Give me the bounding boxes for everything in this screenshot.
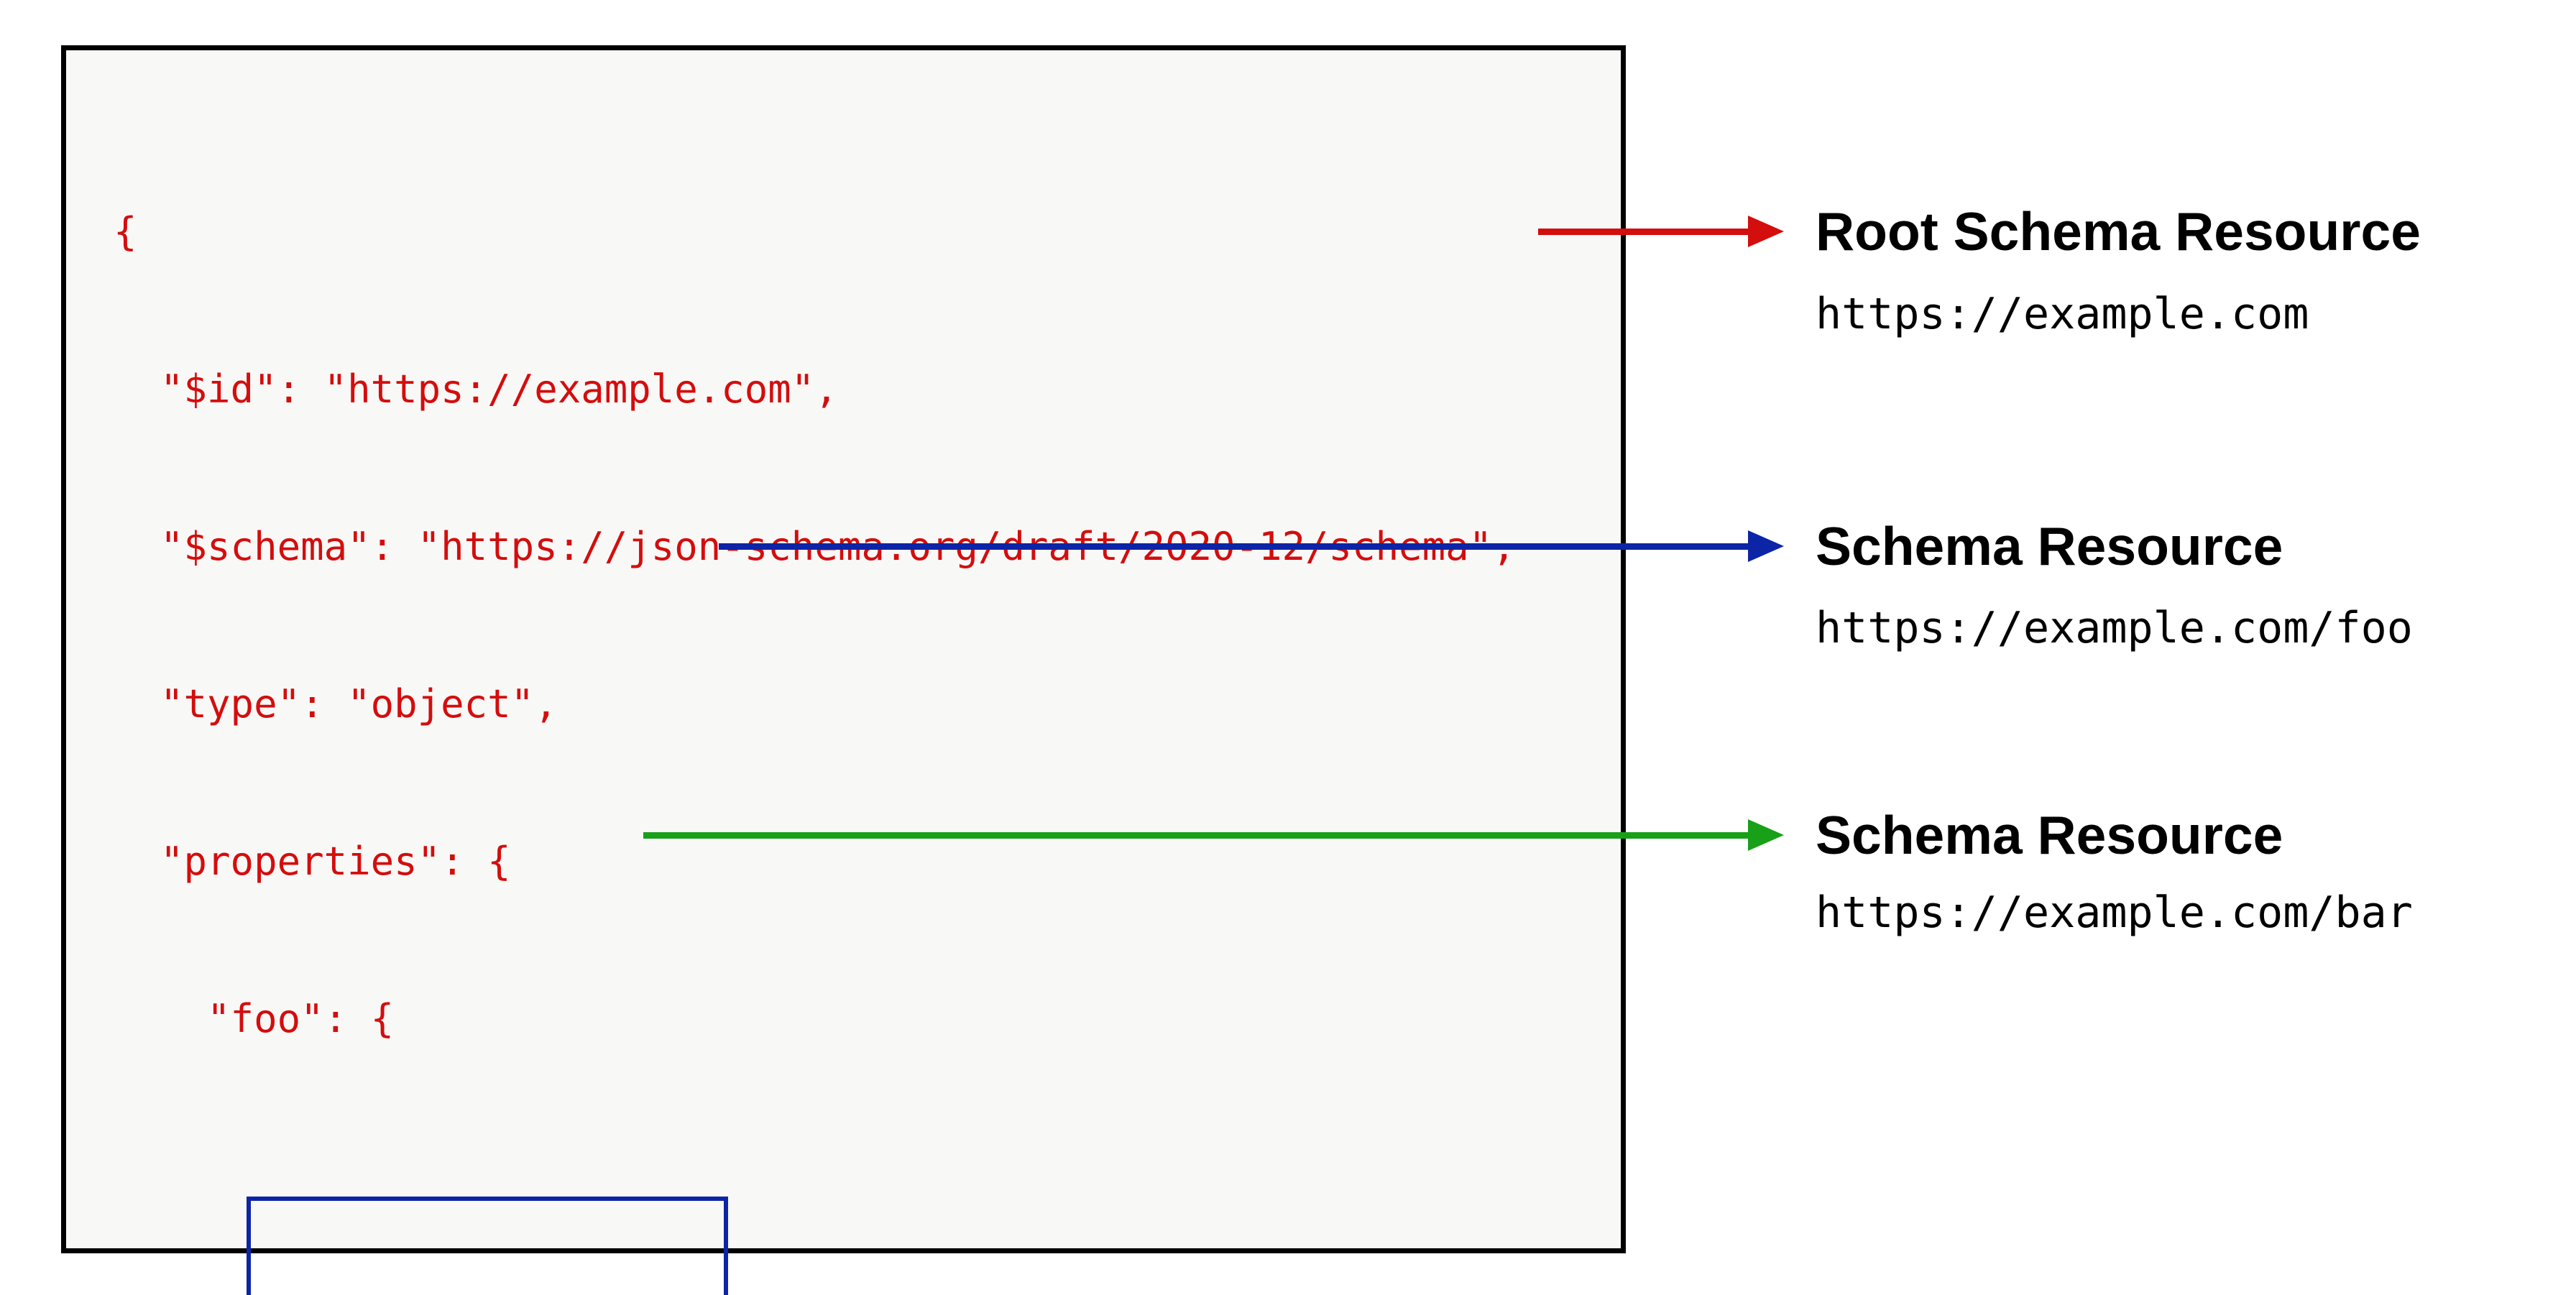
arrow-shaft	[1538, 229, 1749, 235]
annotation-title-bar-schema-resource: Schema Resource	[1816, 805, 2283, 865]
arrow-shaft	[643, 832, 1749, 839]
code-line: "foo": {	[114, 996, 395, 1041]
annotation-url-foo: https://example.com/foo	[1816, 603, 2413, 653]
code-line: "properties": {	[114, 839, 511, 884]
code-panel: { "$id": "https://example.com", "$schema…	[61, 45, 1626, 1295]
annotation-url-bar: https://example.com/bar	[1816, 888, 2413, 938]
code-line: "type": "object",	[114, 681, 558, 727]
annotation-title-root-schema-resource: Root Schema Resource	[1816, 201, 2421, 262]
arrow-head-icon	[1748, 530, 1784, 562]
annotation-title-foo-schema-resource: Schema Resource	[1816, 516, 2283, 576]
foo-schema-resource-box: "$id": "foo", "type": "array", "items": …	[247, 1197, 728, 1295]
arrow-head-icon	[1748, 819, 1784, 851]
code-line: {	[114, 209, 137, 254]
arrow-shaft	[719, 543, 1749, 550]
code-line: "$id": "https://example.com",	[114, 367, 838, 412]
json-code-block: { "$id": "https://example.com", "$schema…	[114, 101, 1516, 1295]
arrow-head-icon	[1748, 216, 1784, 247]
annotation-url-root: https://example.com	[1816, 289, 2309, 339]
